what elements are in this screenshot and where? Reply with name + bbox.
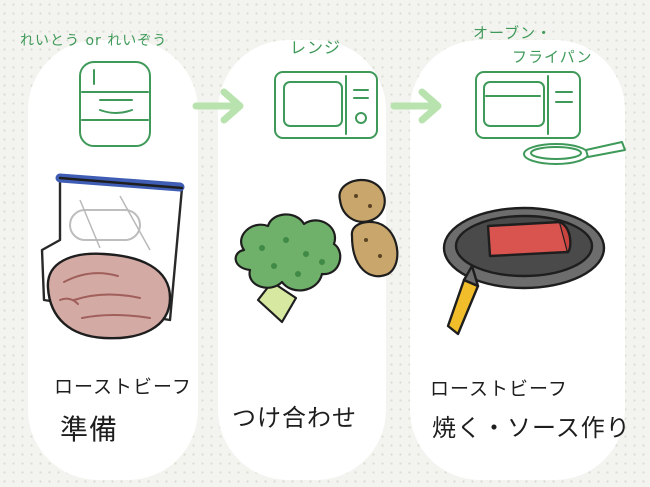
step-3-title-line2: 焼く・ソース作り (432, 408, 631, 443)
step-3-title-line1: ローストビーフ (430, 374, 568, 401)
step-2-title-line1: つけ合わせ (232, 398, 357, 433)
step-1-title-line2: 準備 (60, 408, 118, 448)
step-1-title-line1: ローストビーフ (54, 372, 192, 399)
